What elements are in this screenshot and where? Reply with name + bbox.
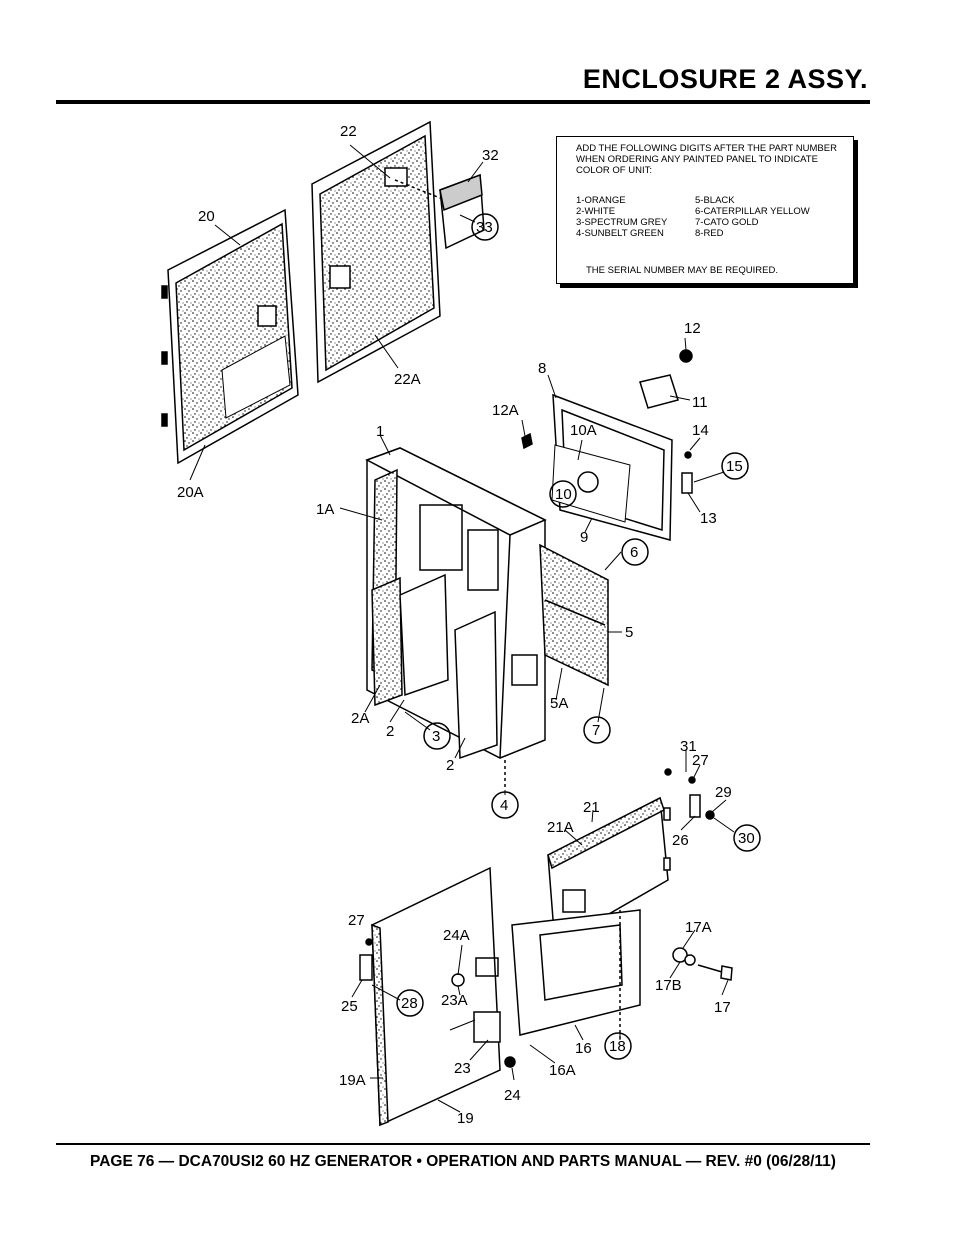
callout-8: 8: [538, 360, 546, 377]
callout-13: 13: [700, 510, 717, 527]
callout-27a: 27: [692, 752, 709, 769]
top-panel-21: [547, 796, 669, 947]
callout-1: 1: [376, 423, 384, 440]
base-frame-16: [511, 909, 641, 1040]
callout-19A: 19A: [339, 1072, 366, 1089]
color-item: 3-SPECTRUM GREY: [576, 217, 668, 228]
callout-29: 29: [715, 784, 732, 801]
door-panel-20: [161, 208, 299, 465]
callout-10A: 10A: [570, 422, 597, 439]
callout-17B: 17B: [655, 977, 682, 994]
callout-22: 22: [340, 123, 357, 140]
callout-14: 14: [692, 422, 709, 439]
color-item: 4-SUNBELT GREEN: [576, 228, 664, 239]
callout-17: 17: [714, 999, 731, 1016]
callout-20A: 20A: [177, 484, 204, 501]
callout-labels: 22 32 33 20 22A 20A 12 11 8 12A 10A 14 1…: [177, 123, 755, 1127]
callout-25: 25: [341, 998, 358, 1015]
side-panel-5: [539, 543, 609, 687]
callout-26: 26: [672, 832, 689, 849]
callout-5A: 5A: [550, 695, 568, 712]
leader-lines: [189, 144, 735, 1113]
main-enclosure-1: [365, 447, 547, 790]
callout-21A: 21A: [547, 819, 574, 836]
callout-21: 21: [583, 799, 600, 816]
callout-10: 10: [555, 486, 572, 503]
callout-24: 24: [504, 1087, 521, 1104]
callout-9: 9: [580, 529, 588, 546]
control-panel-8: [521, 349, 693, 541]
callout-5: 5: [625, 624, 633, 641]
color-list-left: 1-ORANGE 2-WHITE 3-SPECTRUM GREY 4-SUNBE…: [576, 195, 667, 239]
bolt-17: [672, 947, 733, 981]
callout-11: 11: [692, 394, 708, 411]
callout-22A: 22A: [394, 371, 421, 388]
callout-17A: 17A: [685, 919, 712, 936]
color-item: 1-ORANGE: [576, 195, 626, 206]
callout-16: 16: [575, 1040, 592, 1057]
callout-19: 19: [457, 1110, 474, 1127]
callout-2a: 2: [386, 723, 394, 740]
color-item: 5-BLACK: [695, 195, 735, 206]
callout-3: 3: [432, 728, 440, 745]
color-code-note-box: ADD THE FOLLOWING DIGITS AFTER THE PART …: [556, 136, 854, 284]
callout-30: 30: [738, 830, 755, 847]
color-item: 8-RED: [695, 228, 724, 239]
callout-20: 20: [198, 208, 215, 225]
page-footer: PAGE 76 — DCA70USI2 60 HZ GENERATOR • OP…: [90, 1153, 836, 1170]
callout-18: 18: [609, 1038, 626, 1055]
color-item: 7-CATO GOLD: [695, 217, 759, 228]
callout-2A: 2A: [351, 710, 369, 727]
door-panel-22: [311, 120, 441, 384]
footer-rule: [56, 1143, 870, 1145]
callout-32: 32: [482, 147, 499, 164]
callout-24A: 24A: [443, 927, 470, 944]
callout-4: 4: [500, 797, 508, 814]
door-panel-19: [359, 866, 516, 1127]
callout-23A: 23A: [441, 992, 468, 1009]
callout-12A: 12A: [492, 402, 519, 419]
callout-6: 6: [630, 544, 638, 561]
callout-31: 31: [680, 738, 697, 755]
note-instruction: ADD THE FOLLOWING DIGITS AFTER THE PART …: [576, 143, 837, 176]
header-rule: [56, 100, 870, 104]
hinge-26: [663, 768, 715, 871]
callout-28: 28: [401, 995, 418, 1012]
callout-circles: [396, 213, 761, 1060]
callout-7: 7: [592, 722, 600, 739]
callout-15: 15: [726, 458, 743, 475]
callout-1A: 1A: [316, 501, 334, 518]
page-title: ENCLOSURE 2 ASSY.: [582, 64, 868, 94]
color-list-right: 5-BLACK 6-CATERPILLAR YELLOW 7-CATO GOLD…: [695, 195, 810, 239]
callout-2b: 2: [446, 757, 454, 774]
callout-23: 23: [454, 1060, 471, 1077]
callout-33: 33: [476, 219, 493, 236]
callout-12: 12: [684, 320, 701, 337]
callout-16A: 16A: [549, 1062, 576, 1079]
serial-note: THE SERIAL NUMBER MAY BE REQUIRED.: [586, 265, 778, 276]
color-item: 6-CATERPILLAR YELLOW: [695, 206, 810, 217]
callout-27b: 27: [348, 912, 365, 929]
color-item: 2-WHITE: [576, 206, 616, 217]
